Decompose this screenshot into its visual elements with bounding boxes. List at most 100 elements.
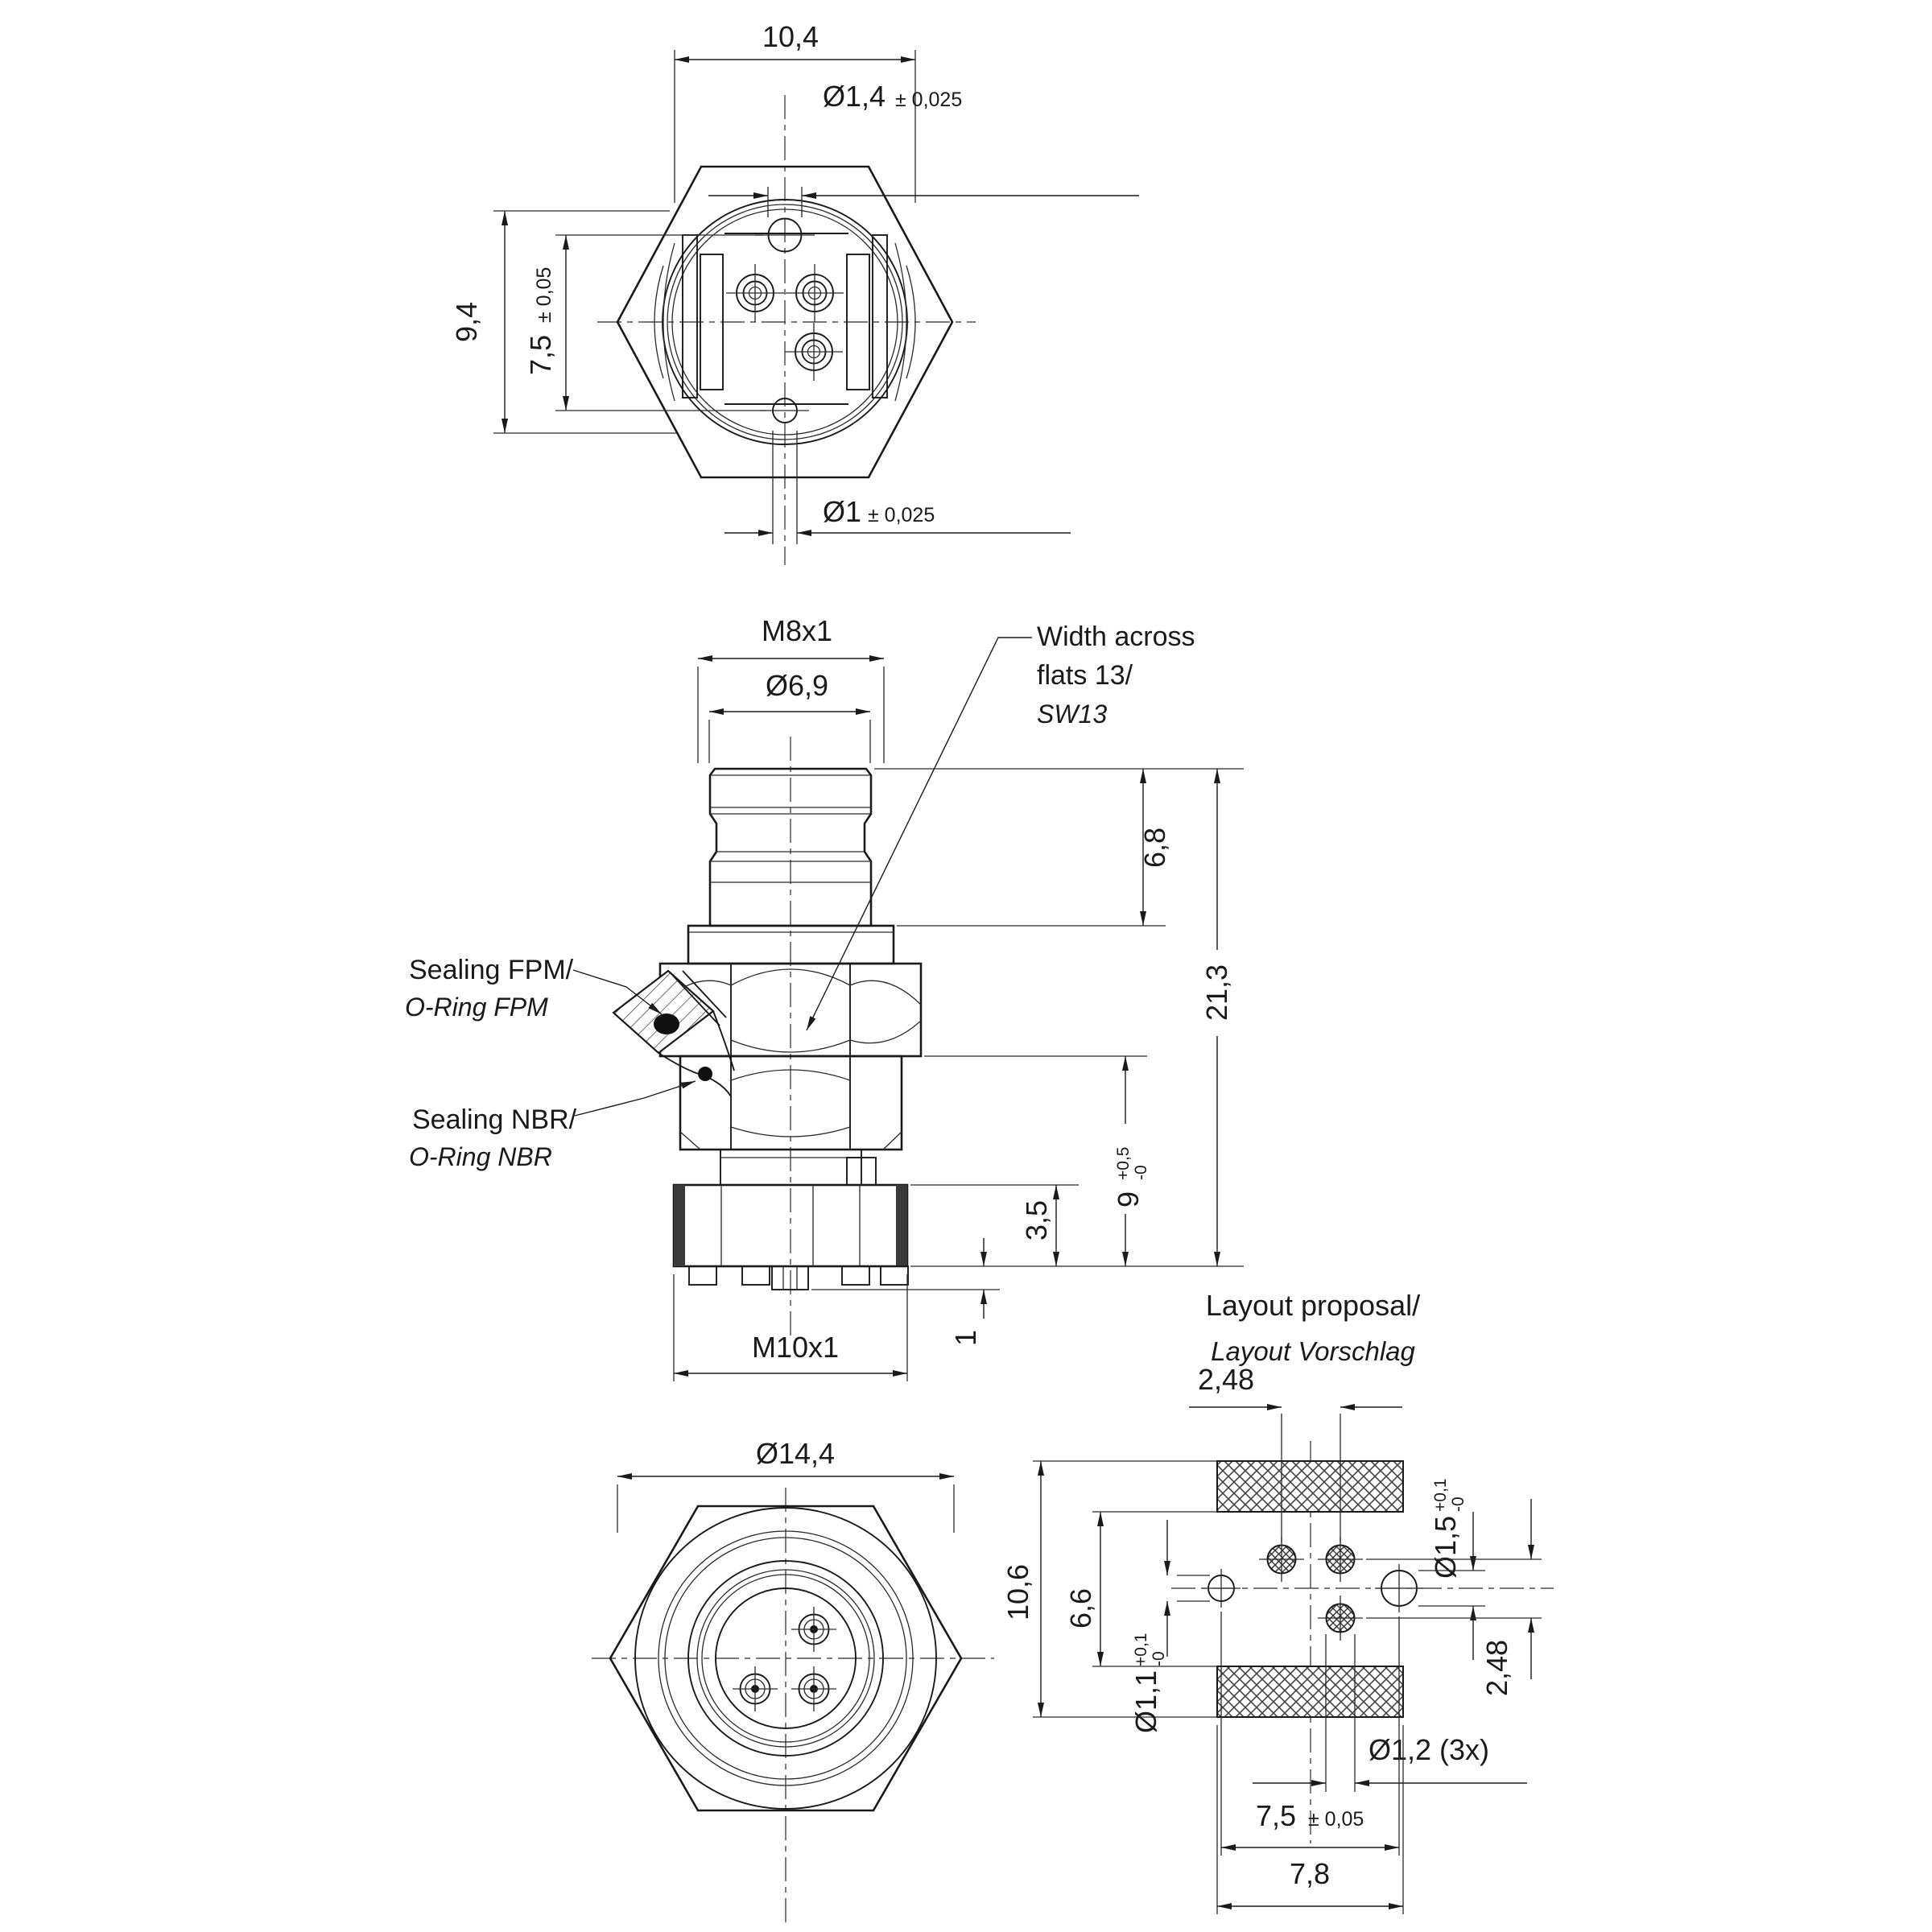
dim-14-4: Ø14,4 xyxy=(617,1437,955,1533)
dim-9-label: 9 xyxy=(1112,1191,1145,1208)
dim-7-8-label: 7,8 xyxy=(1290,1857,1330,1890)
layout-hole-small xyxy=(1202,1569,1241,1608)
dim-7-5-label: 7,5 xyxy=(524,335,557,375)
seal-fpm-en: Sealing FPM/ xyxy=(409,955,574,985)
seal-nbr-en: Sealing NBR/ xyxy=(412,1104,577,1135)
dim-6-6: 6,6 xyxy=(1064,1511,1217,1667)
dim-21-3: 21,3 xyxy=(1200,769,1233,1266)
dim-3-5: 3,5 xyxy=(1020,1185,1059,1266)
dim-1-5-tol-up: +0,1 xyxy=(1431,1479,1450,1512)
dim-9-4-label: 9,4 xyxy=(450,302,483,342)
waf-line3: SW13 xyxy=(1037,700,1107,729)
dim-1-label: 1 xyxy=(949,1330,982,1346)
front-ring-1 xyxy=(634,1507,937,1810)
front-ring-6 xyxy=(701,1574,870,1743)
label-seal-fpm: Sealing FPM/ O-Ring FPM xyxy=(405,955,663,1022)
dim-14-4-label: Ø14,4 xyxy=(756,1437,835,1470)
hex-lower xyxy=(679,1055,903,1151)
dim-21-3-label: 21,3 xyxy=(1200,964,1233,1021)
pin-front-3 xyxy=(791,1666,836,1711)
neck xyxy=(720,1150,877,1186)
dim-10-6: 10,6 xyxy=(1001,1460,1217,1718)
dim-6-8-label: 6,8 xyxy=(1138,828,1171,868)
label-width-across-flats: Width across flats 13/ SW13 xyxy=(806,621,1195,1031)
dim-3-5-label: 3,5 xyxy=(1020,1200,1053,1241)
dim-2-48-top-label: 2,48 xyxy=(1198,1363,1254,1396)
dim-7-8: 7,8 xyxy=(1216,1725,1404,1914)
dim-7-5-tol: ± 0,05 xyxy=(533,267,555,323)
dim-10-4: 10,4 xyxy=(674,20,916,203)
thread-circle-inner xyxy=(671,208,898,436)
dim-2-48-right: 2,48 xyxy=(1366,1499,1542,1696)
dim-7-5-layout: 7,5 ± 0,05 xyxy=(1220,1612,1400,1856)
seal-nbr-de: O-Ring NBR xyxy=(409,1142,552,1171)
dim-1-0-tol: ± 0,025 xyxy=(868,504,935,526)
dim-7-5-layout-tol: ± 0,05 xyxy=(1308,1808,1364,1831)
dim-1-2: Ø1,2 (3x) xyxy=(1253,1634,1527,1792)
plug-barrel xyxy=(708,767,873,927)
dim-2-48-top: 2,48 xyxy=(1189,1363,1402,1542)
center-pin xyxy=(771,1265,809,1290)
front-cavity xyxy=(715,1587,857,1729)
hex-outline-front-view xyxy=(609,1505,963,1812)
dim-m8-label: M8x1 xyxy=(762,614,832,647)
dim-9-4: 9,4 xyxy=(450,210,676,434)
dim-10-6-label: 10,6 xyxy=(1001,1564,1034,1620)
thread-circle-mid xyxy=(667,204,903,440)
front-view: Ø14,4 xyxy=(592,1437,994,1926)
layout-hole-large xyxy=(1375,1564,1423,1612)
front-ring-2 xyxy=(658,1530,914,1786)
dim-9-tol-dn: -0 xyxy=(1132,1165,1150,1180)
dim-6-8: 6,8 xyxy=(1138,769,1171,926)
knurl-band-left xyxy=(674,1185,685,1266)
front-ring-5 xyxy=(696,1569,875,1748)
oring-nbr xyxy=(698,1067,712,1081)
dim-7-5-layout-label: 7,5 xyxy=(1256,1799,1296,1832)
dim-9-tol: 9 +0,5 -0 xyxy=(1112,1056,1150,1266)
dim-1-1: Ø1,1 +0,1 -0 xyxy=(1129,1520,1210,1733)
solder-pins xyxy=(688,1265,909,1290)
layout-title-de: Layout Vorschlag xyxy=(1211,1336,1415,1366)
dim-m10-label: M10x1 xyxy=(752,1331,839,1364)
layout-pin-1 xyxy=(1259,1537,1304,1582)
dim-6-9: Ø6,9 xyxy=(708,669,871,763)
waf-line1: Width across xyxy=(1037,621,1195,652)
dim-1: 1 xyxy=(811,1238,1000,1346)
pin-back-1 xyxy=(726,264,784,322)
oring-fpm xyxy=(654,1013,679,1034)
pin-front-2 xyxy=(733,1666,778,1711)
seal-section-detail xyxy=(612,969,735,1097)
dim-1-4-tol: ± 0,025 xyxy=(895,89,962,111)
layout-proposal: Layout proposal/ Layout Vorschlag 2,48 Ø… xyxy=(1001,1289,1554,1914)
layout-pin-3 xyxy=(1318,1596,1363,1641)
dim-7-5: 7,5 ± 0,05 xyxy=(524,234,766,411)
dim-9-tol-up: +0,5 xyxy=(1114,1147,1133,1180)
solder-pad-top xyxy=(1216,1460,1404,1513)
dim-m10x1: M10x1 xyxy=(673,1274,908,1381)
dim-1-4-label: Ø1,4 xyxy=(823,80,886,113)
dim-1-1-tol-dn: -0 xyxy=(1150,1651,1168,1666)
side-extension-lines xyxy=(874,768,1244,1267)
dim-1-2-label: Ø1,2 (3x) xyxy=(1368,1733,1489,1766)
label-seal-nbr: Sealing NBR/ O-Ring NBR xyxy=(409,1080,696,1171)
pin-back-3 xyxy=(785,323,843,381)
layout-title-en: Layout proposal/ xyxy=(1206,1289,1420,1322)
dim-10-4-label: 10,4 xyxy=(762,20,819,53)
dim-1-5-tol-dn: -0 xyxy=(1449,1496,1468,1512)
dim-2-48-right-label: 2,48 xyxy=(1480,1640,1513,1696)
dim-hole-1-4: Ø1,4 ± 0,025 xyxy=(708,80,1139,217)
dim-6-9-label: Ø6,9 xyxy=(766,669,828,702)
dim-1-1-label: Ø1,1 xyxy=(1129,1670,1162,1733)
waf-line2: flats 13/ xyxy=(1037,660,1133,691)
thread-circle-outer xyxy=(662,199,908,445)
front-ring-4 xyxy=(687,1560,884,1757)
contact-pins-front xyxy=(733,1607,836,1711)
top-view: 10,4 Ø1,4 ± 0,025 9,4 7,5 ± 0,05 Ø1 ± 0,… xyxy=(450,20,1139,565)
side-view: M8x1 Ø6,9 xyxy=(405,614,1244,1381)
knurl-band-right xyxy=(896,1185,907,1266)
hex-outline-top-view xyxy=(616,165,954,479)
dim-1-5: Ø1,5 +0,1 -0 xyxy=(1418,1479,1485,1660)
section-wedge xyxy=(612,969,715,1055)
